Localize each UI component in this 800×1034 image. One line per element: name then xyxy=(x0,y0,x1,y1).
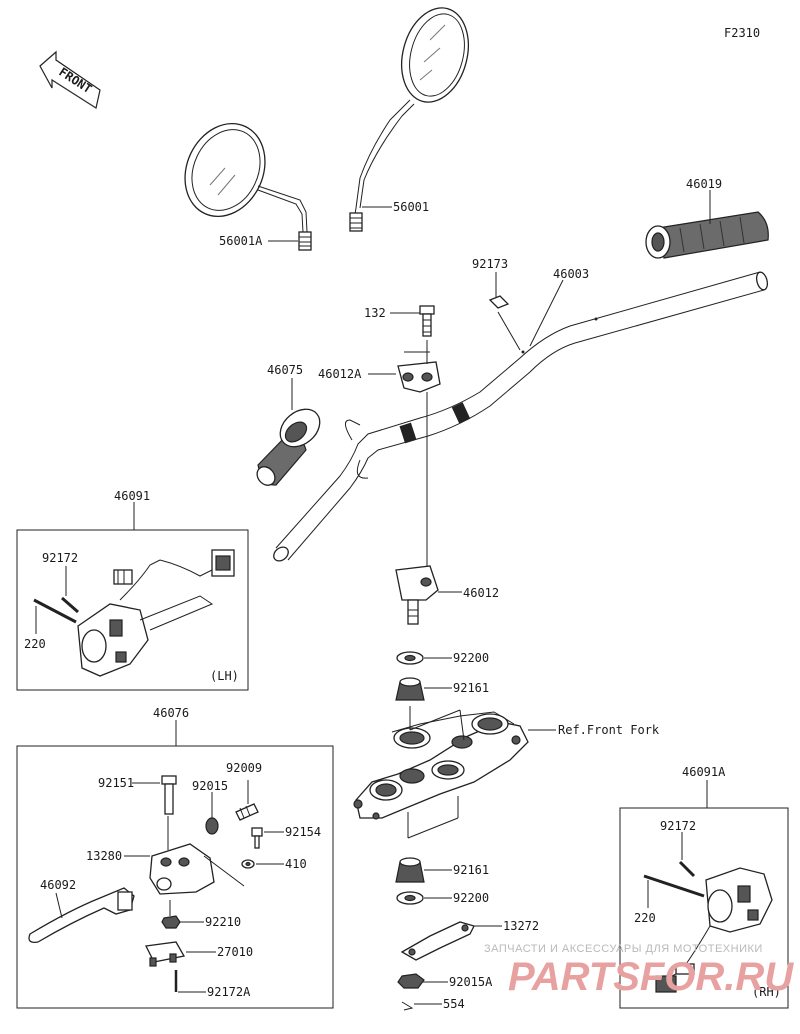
label-46075: 46075 xyxy=(267,363,303,377)
clutch-lever-box xyxy=(16,745,334,1009)
label-554: 554 xyxy=(443,997,465,1011)
label-92172-rh: 92172 xyxy=(660,819,696,833)
rh-switch-box xyxy=(619,807,789,1009)
watermark-line1: ЗАПЧАСТИ И АКСЕССУАРЫ ДЛЯ МОТОТЕХНИКИ xyxy=(484,943,763,955)
label-92015: 92015 xyxy=(192,779,228,793)
label-92161-top: 92161 xyxy=(453,681,489,695)
label-92161-bottom: 92161 xyxy=(453,863,489,877)
diagram-code: F2310 xyxy=(724,26,760,40)
label-92009: 92009 xyxy=(226,761,262,775)
label-92151: 92151 xyxy=(98,776,134,790)
upper-clamp-46012a xyxy=(397,351,441,393)
label-27010: 27010 xyxy=(217,945,253,959)
label-132: 132 xyxy=(364,306,386,320)
mirror-56001a xyxy=(184,122,312,251)
adjuster-92009 xyxy=(235,803,259,821)
label-92172-lh: 92172 xyxy=(42,551,78,565)
label-46012a: 46012A xyxy=(318,367,362,381)
label-92200-bottom: 92200 xyxy=(453,891,489,905)
label-92210: 92210 xyxy=(205,915,241,929)
grip-46075 xyxy=(256,408,321,486)
washer-410 xyxy=(241,859,255,869)
clip-92173 xyxy=(488,295,510,309)
lh-switch-box xyxy=(16,529,249,691)
lower-clamp-46012 xyxy=(395,565,439,625)
label-lh: (LH) xyxy=(210,669,239,683)
label-220-lh: 220 xyxy=(24,637,46,651)
grip-46019 xyxy=(645,211,769,259)
label-92172a: 92172A xyxy=(207,985,251,999)
label-46076: 46076 xyxy=(153,706,189,720)
label-56001: 56001 xyxy=(393,200,429,214)
handlebar-46003 xyxy=(273,271,769,562)
label-ref-front-fork: Ref.Front Fork xyxy=(558,723,660,737)
nut-92210 xyxy=(161,915,181,929)
label-46012: 46012 xyxy=(463,586,499,600)
lh-switch-housing xyxy=(77,549,235,677)
screw-220-lh xyxy=(33,598,77,624)
label-56001a: 56001A xyxy=(219,234,263,248)
label-13272: 13272 xyxy=(503,919,539,933)
watermark-line2: PARTSFOR.RU xyxy=(508,955,794,999)
bushing-92161-top xyxy=(395,677,425,701)
label-13280: 13280 xyxy=(86,849,122,863)
label-46019: 46019 xyxy=(686,177,722,191)
label-92200-top: 92200 xyxy=(453,651,489,665)
label-410: 410 xyxy=(285,857,307,871)
plate-13272 xyxy=(400,921,475,961)
label-92154: 92154 xyxy=(285,825,321,839)
rh-switch-housing xyxy=(655,867,773,993)
lever-46092 xyxy=(28,887,135,943)
screw-92172-lh xyxy=(61,596,79,614)
mirror-56001 xyxy=(349,7,469,232)
front-arrow-icon xyxy=(39,50,101,110)
bushing-92161-bottom xyxy=(395,857,425,883)
cotter-pin-554 xyxy=(401,1001,414,1011)
nut-92015a xyxy=(397,973,425,989)
label-92173: 92173 xyxy=(472,257,508,271)
bolt-132 xyxy=(419,305,435,337)
label-92015a: 92015A xyxy=(449,975,493,989)
upper-triple-clamp xyxy=(353,711,529,820)
washer-92015 xyxy=(205,817,219,835)
label-46003: 46003 xyxy=(553,267,589,281)
washer-92200-bottom xyxy=(396,891,424,905)
bolt-92151 xyxy=(161,775,177,815)
label-46092: 46092 xyxy=(40,878,76,892)
label-46091a: 46091A xyxy=(682,765,726,779)
label-220-rh: 220 xyxy=(634,911,656,925)
screw-92172-rh xyxy=(678,860,696,878)
switch-27010 xyxy=(145,941,186,967)
label-46091: 46091 xyxy=(114,489,150,503)
screw-92154 xyxy=(251,827,263,849)
label-rh: (RH) xyxy=(752,985,781,999)
screw-220-rh xyxy=(643,874,705,898)
lever-bracket-13280 xyxy=(149,843,215,895)
washer-92200-top xyxy=(396,651,424,665)
